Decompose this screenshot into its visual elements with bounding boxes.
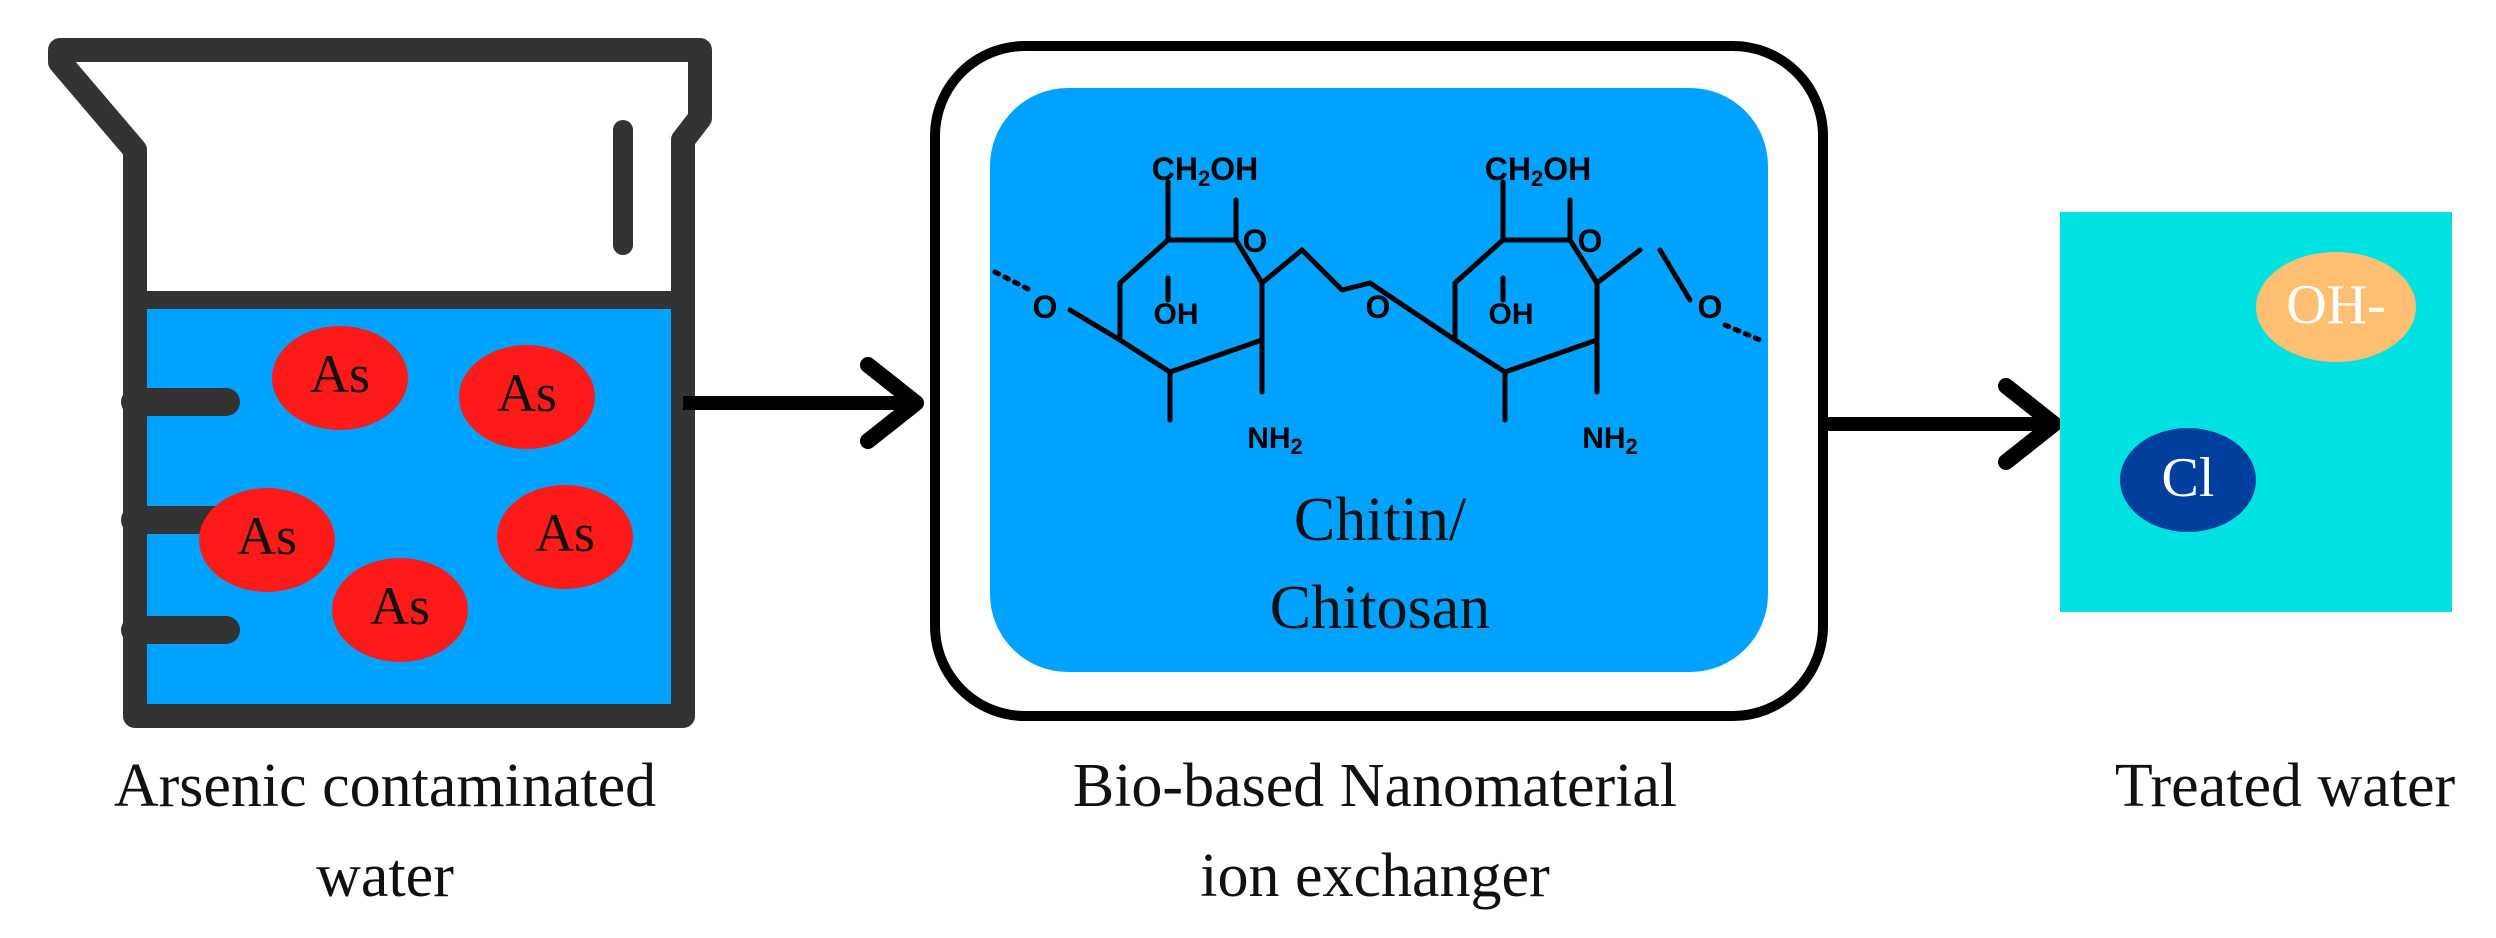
nh2-label-left: NH2: [1247, 422, 1303, 459]
linker-oxygen-right: O: [1698, 289, 1723, 325]
ring-2-linker-bond: [1657, 247, 1693, 303]
chloride-ion: Cl: [2120, 428, 2256, 532]
beaker-caption-line1: Arsenic contaminated: [114, 752, 656, 820]
flow-arrow-1: [683, 357, 924, 449]
ch2oh-label-left: CH2OH: [1152, 151, 1258, 191]
hydroxide-ion-label: OH-: [2286, 274, 2386, 336]
arsenic-particle: As: [459, 345, 595, 449]
chloride-ion-label: Cl: [2162, 447, 2215, 509]
material-name-line1: Chitin/: [1294, 486, 1467, 554]
material-name-line2: Chitosan: [1270, 574, 1490, 642]
treated-water: OH- Cl: [2060, 212, 2452, 612]
arsenic-particle: As: [272, 326, 408, 430]
arsenic-particle-label: As: [310, 344, 370, 404]
linker-oxygen-left: O: [1033, 289, 1058, 325]
arsenic-particle-shape: [272, 326, 408, 430]
beaker: As As As As As: [48, 38, 712, 728]
arsenic-particle-label: As: [497, 363, 557, 423]
bond-dotted-left: [992, 269, 1033, 293]
ring-oxygen-right: O: [1578, 223, 1603, 259]
chitosan-structure: [992, 179, 1763, 423]
arsenic-particle-label: As: [237, 506, 297, 566]
ion-exchanger: CH2OH CH2OH O O OH OH NH2 NH2 O O O Chit…: [930, 41, 1828, 721]
hydroxide-ion-shape: [2256, 252, 2416, 362]
arsenic-particle-shape: [459, 345, 595, 449]
arsenic-particle-shape: [497, 485, 633, 589]
glycosidic-link: [1259, 247, 1373, 293]
arrow-head: [860, 357, 924, 449]
chitosan-labels: CH2OH CH2OH O O OH OH NH2 NH2 O O O: [1033, 151, 1723, 459]
ring-2-exit-bond: [1594, 247, 1643, 286]
treated-caption: Treated water: [2115, 752, 2456, 820]
chloride-ion-shape: [2120, 428, 2256, 532]
exchanger-caption-line1: Bio-based Nanomaterial: [1073, 752, 1677, 820]
hydroxide-ion: OH-: [2256, 252, 2416, 362]
arsenic-particle-shape: [199, 488, 335, 592]
arsenic-particle-label: As: [370, 576, 430, 636]
flow-arrow-2: [1823, 378, 2062, 470]
arsenic-particle-shape: [332, 558, 468, 662]
arsenic-particle: As: [199, 488, 335, 592]
oh-label-left: OH: [1154, 298, 1199, 331]
arrow-head: [1998, 378, 2062, 470]
exchanger-caption-line2: ion exchanger: [1200, 842, 1550, 910]
beaker-outline: [48, 38, 712, 728]
bond-dotted-right: [1722, 322, 1763, 343]
ring-oxygen-left: O: [1243, 223, 1268, 259]
arsenic-particle: As: [497, 485, 633, 589]
arsenic-particle-label: As: [535, 503, 595, 563]
ch2oh-label-right: CH2OH: [1485, 151, 1591, 191]
beaker-caption-line2: water: [316, 842, 454, 910]
linker-oxygen-middle: O: [1366, 289, 1391, 325]
arsenic-particle: As: [332, 558, 468, 662]
exchanger-panel: [990, 88, 1768, 672]
nh2-label-right: NH2: [1582, 422, 1638, 459]
oh-label-right: OH: [1489, 298, 1534, 331]
